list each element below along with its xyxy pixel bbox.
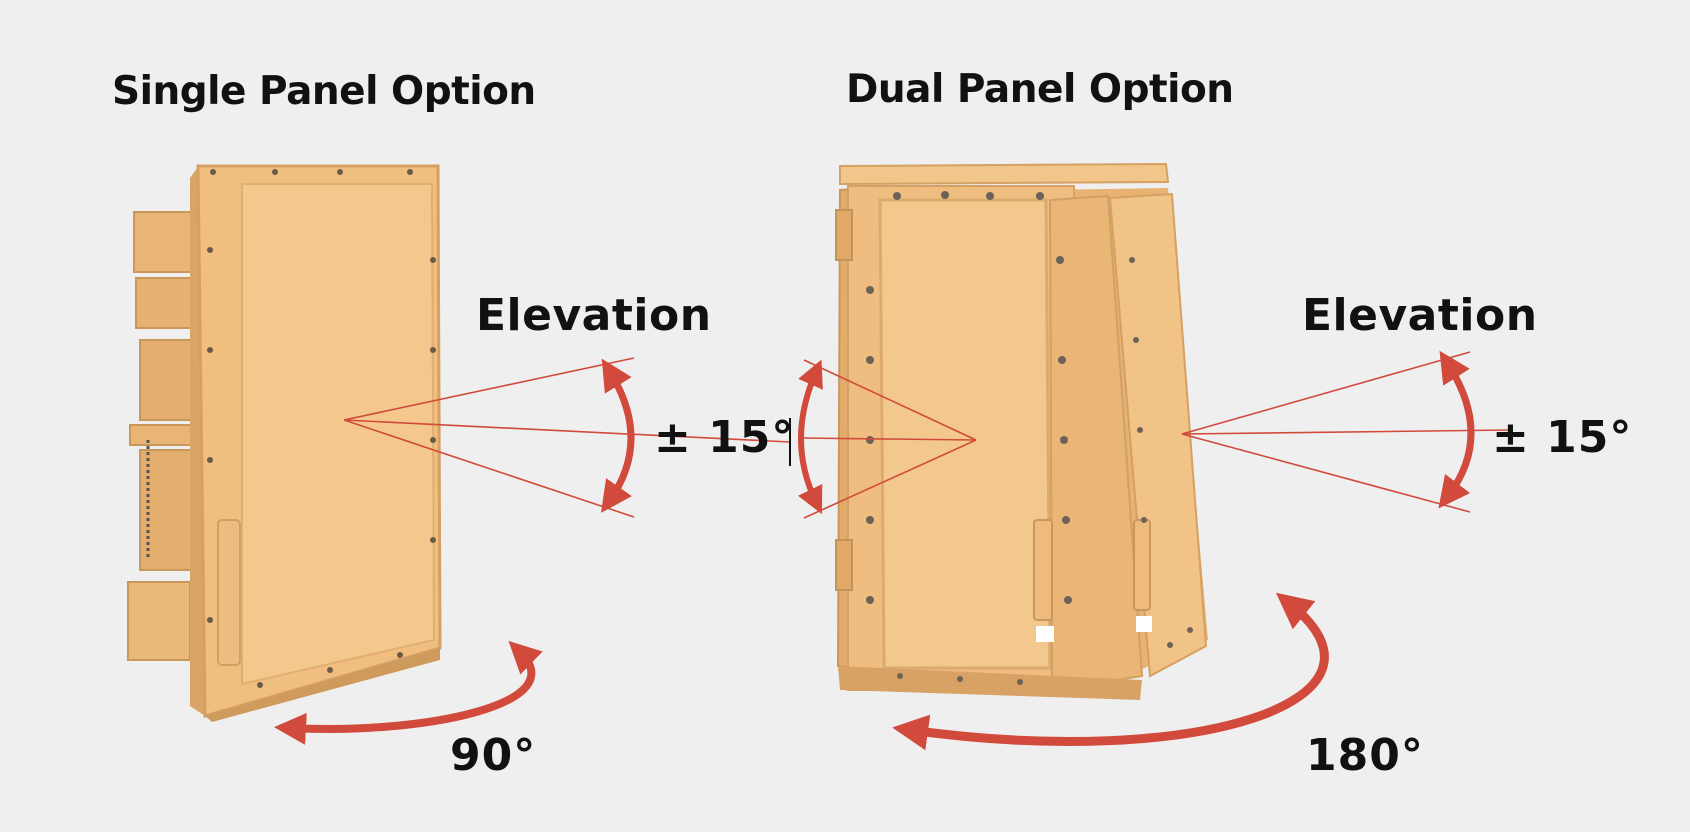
single-azimuth-arrow [274,640,543,745]
dual-elevation-range: ± 15° [1492,412,1633,463]
single-elevation-arrow [600,358,635,513]
dual-panel-title: Dual Panel Option [846,67,1234,112]
single-panel-title: Single Panel Option [112,69,536,114]
dual-azimuth-arrow [892,592,1329,751]
dual-azimuth-range: 180° [1306,730,1424,781]
single-azimuth-range: 90° [450,730,537,781]
single-panel-unit-image [127,164,442,722]
dual-elevation-fan-left [799,359,977,519]
single-elevation-fan [343,357,791,518]
single-elevation-label: Elevation [476,290,712,341]
single-elevation-range: ± 15° [654,412,795,463]
dual-elevation-arrow-left [797,359,823,515]
dual-elevation-arrow-right [1438,350,1475,509]
dual-panel-unit-image [835,162,1208,700]
dual-elevation-label: Elevation [1302,290,1538,341]
dual-elevation-fan-right [1181,351,1511,513]
